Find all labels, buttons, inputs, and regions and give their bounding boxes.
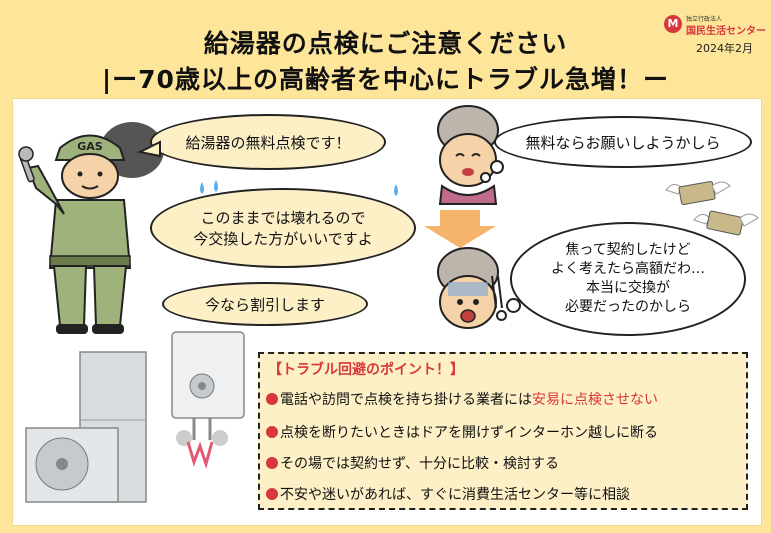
worker-speech-1: 給湯器の無料点検です！	[185, 133, 351, 152]
worker-speech-3: 今交換した方がいいですよ	[193, 230, 373, 248]
speech-tail-1	[136, 140, 161, 158]
worker-speech-2: このままでは壊れるので	[200, 209, 366, 227]
point-text: その場では契約せず、十分に比較・検討する	[280, 456, 560, 472]
publish-date: 2024年2月	[696, 42, 753, 55]
elder-thought-free: 無料ならお願いしようかしら	[494, 116, 752, 168]
point-highlight: 安易に点検させない	[532, 392, 658, 408]
elder-thought-2a: 焦って契約したけど	[565, 242, 691, 258]
gas-worker-figure: GAS	[18, 122, 164, 334]
points-title: 【トラブル回避のポイント！】	[268, 362, 464, 378]
worker-speech-free-check: 給湯器の無料点検です！	[150, 114, 386, 170]
point-item: 不安や迷いがあれば、すぐに消費生活センター等に相談	[266, 484, 630, 504]
bullet-icon	[266, 488, 278, 500]
water-heater-icon	[25, 331, 245, 503]
point-item: 電話や訪問で点検を持ち掛ける業者には安易に点検させない	[266, 389, 658, 409]
elder-thought-regret: 焦って契約したけど よく考えたら高額だわ… 本当に交換が 必要だったのかしら	[510, 222, 746, 336]
elder-thought-2b: よく考えたら高額だわ…	[551, 261, 705, 277]
point-item: その場では契約せず、十分に比較・検討する	[266, 453, 559, 473]
org-mark-icon: M	[664, 15, 682, 33]
money-wings-icon	[665, 181, 759, 236]
trouble-points-box	[258, 352, 748, 510]
point-item: 点検を断りたいときはドアを開けずインターホン越しに断る	[266, 422, 658, 442]
point-text: 電話や訪問で点検を持ち掛ける業者には	[280, 392, 532, 408]
thought-puff	[506, 298, 521, 313]
org-logo: M 独立行政法人 国民生活センター	[664, 14, 766, 37]
page-subtitle: |ー70歳以上の高齢者を中心にトラブル急増！ー	[102, 65, 669, 94]
org-sub-label: 独立行政法人	[686, 16, 723, 23]
worker-speech-4: 今なら割引します	[204, 295, 325, 314]
elder-thought-1: 無料ならお願いしようかしら	[525, 133, 721, 152]
bullet-icon	[266, 457, 278, 469]
wrench-icon	[18, 146, 35, 183]
elderly-woman-figure-calm	[437, 105, 499, 205]
point-text: 不安や迷いがあれば、すぐに消費生活センター等に相談	[280, 487, 630, 503]
sweat-drops-icon	[200, 180, 398, 196]
org-name: 国民生活センター	[686, 26, 766, 37]
thought-puff	[490, 160, 504, 174]
point-text: 点検を断りたいときはドアを開けずインターホン越しに断る	[280, 425, 658, 441]
worker-speech-replace: このままでは壊れるので 今交換した方がいいですよ	[150, 188, 416, 268]
thought-puff	[480, 172, 491, 183]
elder-thought-2d: 必要だったのかしら	[565, 299, 691, 315]
elderly-woman-figure-worried	[437, 247, 503, 329]
elder-thought-2c: 本当に交換が	[586, 280, 670, 296]
page-title: 給湯器の点検にご注意ください	[203, 29, 568, 58]
down-arrow-icon	[424, 210, 496, 248]
cap-label: GAS	[77, 140, 103, 153]
worker-speech-discount: 今なら割引します	[162, 282, 368, 326]
bullet-icon	[266, 426, 278, 438]
thought-puff	[496, 310, 507, 321]
bullet-icon	[266, 393, 278, 405]
